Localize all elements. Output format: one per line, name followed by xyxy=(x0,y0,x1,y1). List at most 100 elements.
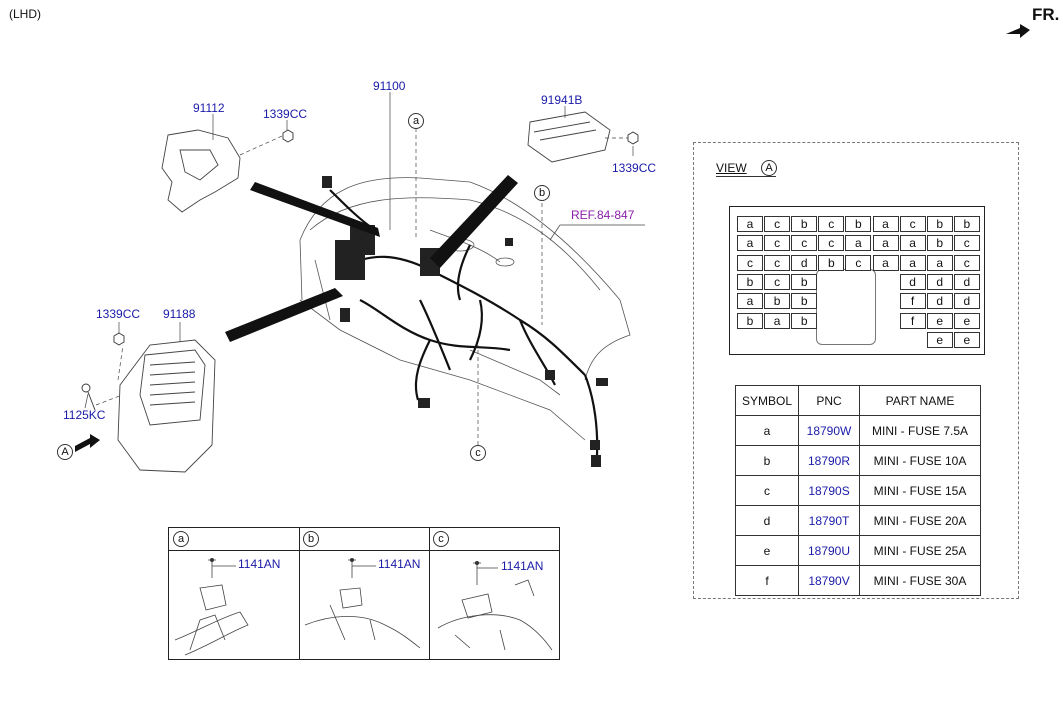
fuse-cell: d xyxy=(953,273,980,290)
fuse-cell: d xyxy=(926,293,953,310)
view-arrow-icon xyxy=(75,434,100,452)
cell-part-name: MINI - FUSE 30A xyxy=(859,565,982,596)
fuse-cell: b xyxy=(791,216,818,232)
fuse-cell: c xyxy=(818,235,845,252)
module-91941b xyxy=(527,111,611,163)
cell-pnc[interactable]: 18790R xyxy=(798,445,861,476)
leader-lines xyxy=(84,92,645,409)
fuse-cell: b xyxy=(737,312,763,329)
fuse-cell: c xyxy=(953,254,980,271)
fuse-cell: a xyxy=(899,254,926,271)
junction-box-91188 xyxy=(117,339,216,473)
fuse-cell: a xyxy=(737,235,763,252)
cell-part-name: MINI - FUSE 15A xyxy=(859,475,982,506)
detail-marker-a: a xyxy=(173,531,189,547)
fuse-cell: b xyxy=(737,273,763,290)
cell-part-name: MINI - FUSE 20A xyxy=(859,505,982,536)
cell-part-name: MINI - FUSE 25A xyxy=(859,535,982,566)
lhd-label: (LHD) xyxy=(9,7,41,21)
cell-symbol: a xyxy=(734,415,800,446)
fuse-cell: a xyxy=(872,254,899,271)
fuse-cell: b xyxy=(764,293,791,310)
table-header-row: SYMBOL PNC PART NAME xyxy=(734,385,982,416)
fuse-cell: b xyxy=(818,254,845,271)
cell-pnc[interactable]: 18790U xyxy=(798,535,861,566)
detail-part-c[interactable]: 1141AN xyxy=(501,559,544,573)
front-arrow-icon xyxy=(1006,24,1030,45)
fuse-cell: d xyxy=(953,293,980,310)
cell-symbol: f xyxy=(734,565,800,596)
detail-part-a[interactable]: 1141AN xyxy=(238,557,281,571)
fuse-cell: a xyxy=(899,235,926,252)
fuse-cell: a xyxy=(872,235,899,252)
fuse-cell: e xyxy=(926,331,953,348)
fuse-cell: a xyxy=(872,216,899,232)
fuse-cell: b xyxy=(791,273,818,290)
view-a-panel xyxy=(693,142,1019,599)
fuse-cell: b xyxy=(791,312,818,329)
fuse-cell: c xyxy=(764,254,791,271)
detail-header xyxy=(169,528,559,551)
fuse-cell: c xyxy=(953,235,980,252)
callout-1339cc-top: 1339CC xyxy=(263,107,308,121)
bracket-91112 xyxy=(161,129,241,213)
header-pnc: PNC xyxy=(798,385,861,416)
marker-view-a: A xyxy=(57,444,73,460)
fuse-cell: f xyxy=(899,312,926,329)
callout-91188: 91188 xyxy=(163,307,196,321)
detail-panels xyxy=(168,527,560,660)
fuse-cell: d xyxy=(791,254,818,271)
fuse-cell: b xyxy=(926,216,953,232)
fuse-cell: e xyxy=(953,331,980,348)
callout-91941b: 91941B xyxy=(541,93,583,107)
fuse-cell: b xyxy=(791,293,818,310)
fuse-cell: c xyxy=(737,254,763,271)
callout-1339cc-right: 1339CC xyxy=(612,161,657,175)
fuse-cell: c xyxy=(764,216,791,232)
fuse-cell: c xyxy=(764,273,791,290)
cell-part-name: MINI - FUSE 7.5A xyxy=(859,415,982,446)
view-title-underline xyxy=(716,176,776,177)
callout-1339cc-left: 1339CC xyxy=(96,307,141,321)
fuse-cell: b xyxy=(845,216,872,232)
marker-c: c xyxy=(470,445,486,461)
fasteners xyxy=(81,129,639,411)
fuse-cell: c xyxy=(845,254,872,271)
detail-marker-b: b xyxy=(303,531,319,547)
divider xyxy=(299,528,300,659)
fuse-cell: a xyxy=(764,312,791,329)
fuse-cell: c xyxy=(791,235,818,252)
header-symbol: SYMBOL xyxy=(734,385,800,416)
dashboard-outline xyxy=(299,177,631,441)
detail-part-b[interactable]: 1141AN xyxy=(378,557,421,571)
cell-pnc[interactable]: 18790W xyxy=(798,415,861,446)
fuse-cell: b xyxy=(953,216,980,232)
fuse-cell: a xyxy=(845,235,872,252)
fuse-cell: c xyxy=(764,235,791,252)
fuse-cell: d xyxy=(926,273,953,290)
view-marker: A xyxy=(761,160,777,176)
marker-b: b xyxy=(534,185,550,201)
fuse-cell: c xyxy=(899,216,926,232)
callout-91100: 91100 xyxy=(373,79,406,93)
fuse-cell: d xyxy=(899,273,926,290)
dashed-leaders xyxy=(95,128,628,445)
cell-pnc[interactable]: 18790V xyxy=(798,565,861,596)
divider xyxy=(429,528,430,659)
detail-marker-c: c xyxy=(433,531,449,547)
fuse-cell: f xyxy=(899,293,926,310)
fuse-cell: e xyxy=(953,312,980,329)
callout-91112: 91112 xyxy=(193,101,225,115)
view-title: VIEW xyxy=(716,161,747,175)
front-label: FR. xyxy=(1032,5,1060,24)
cell-pnc[interactable]: 18790S xyxy=(798,475,861,506)
fuse-cell: a xyxy=(926,254,953,271)
header-part-name: PART NAME xyxy=(859,385,982,416)
